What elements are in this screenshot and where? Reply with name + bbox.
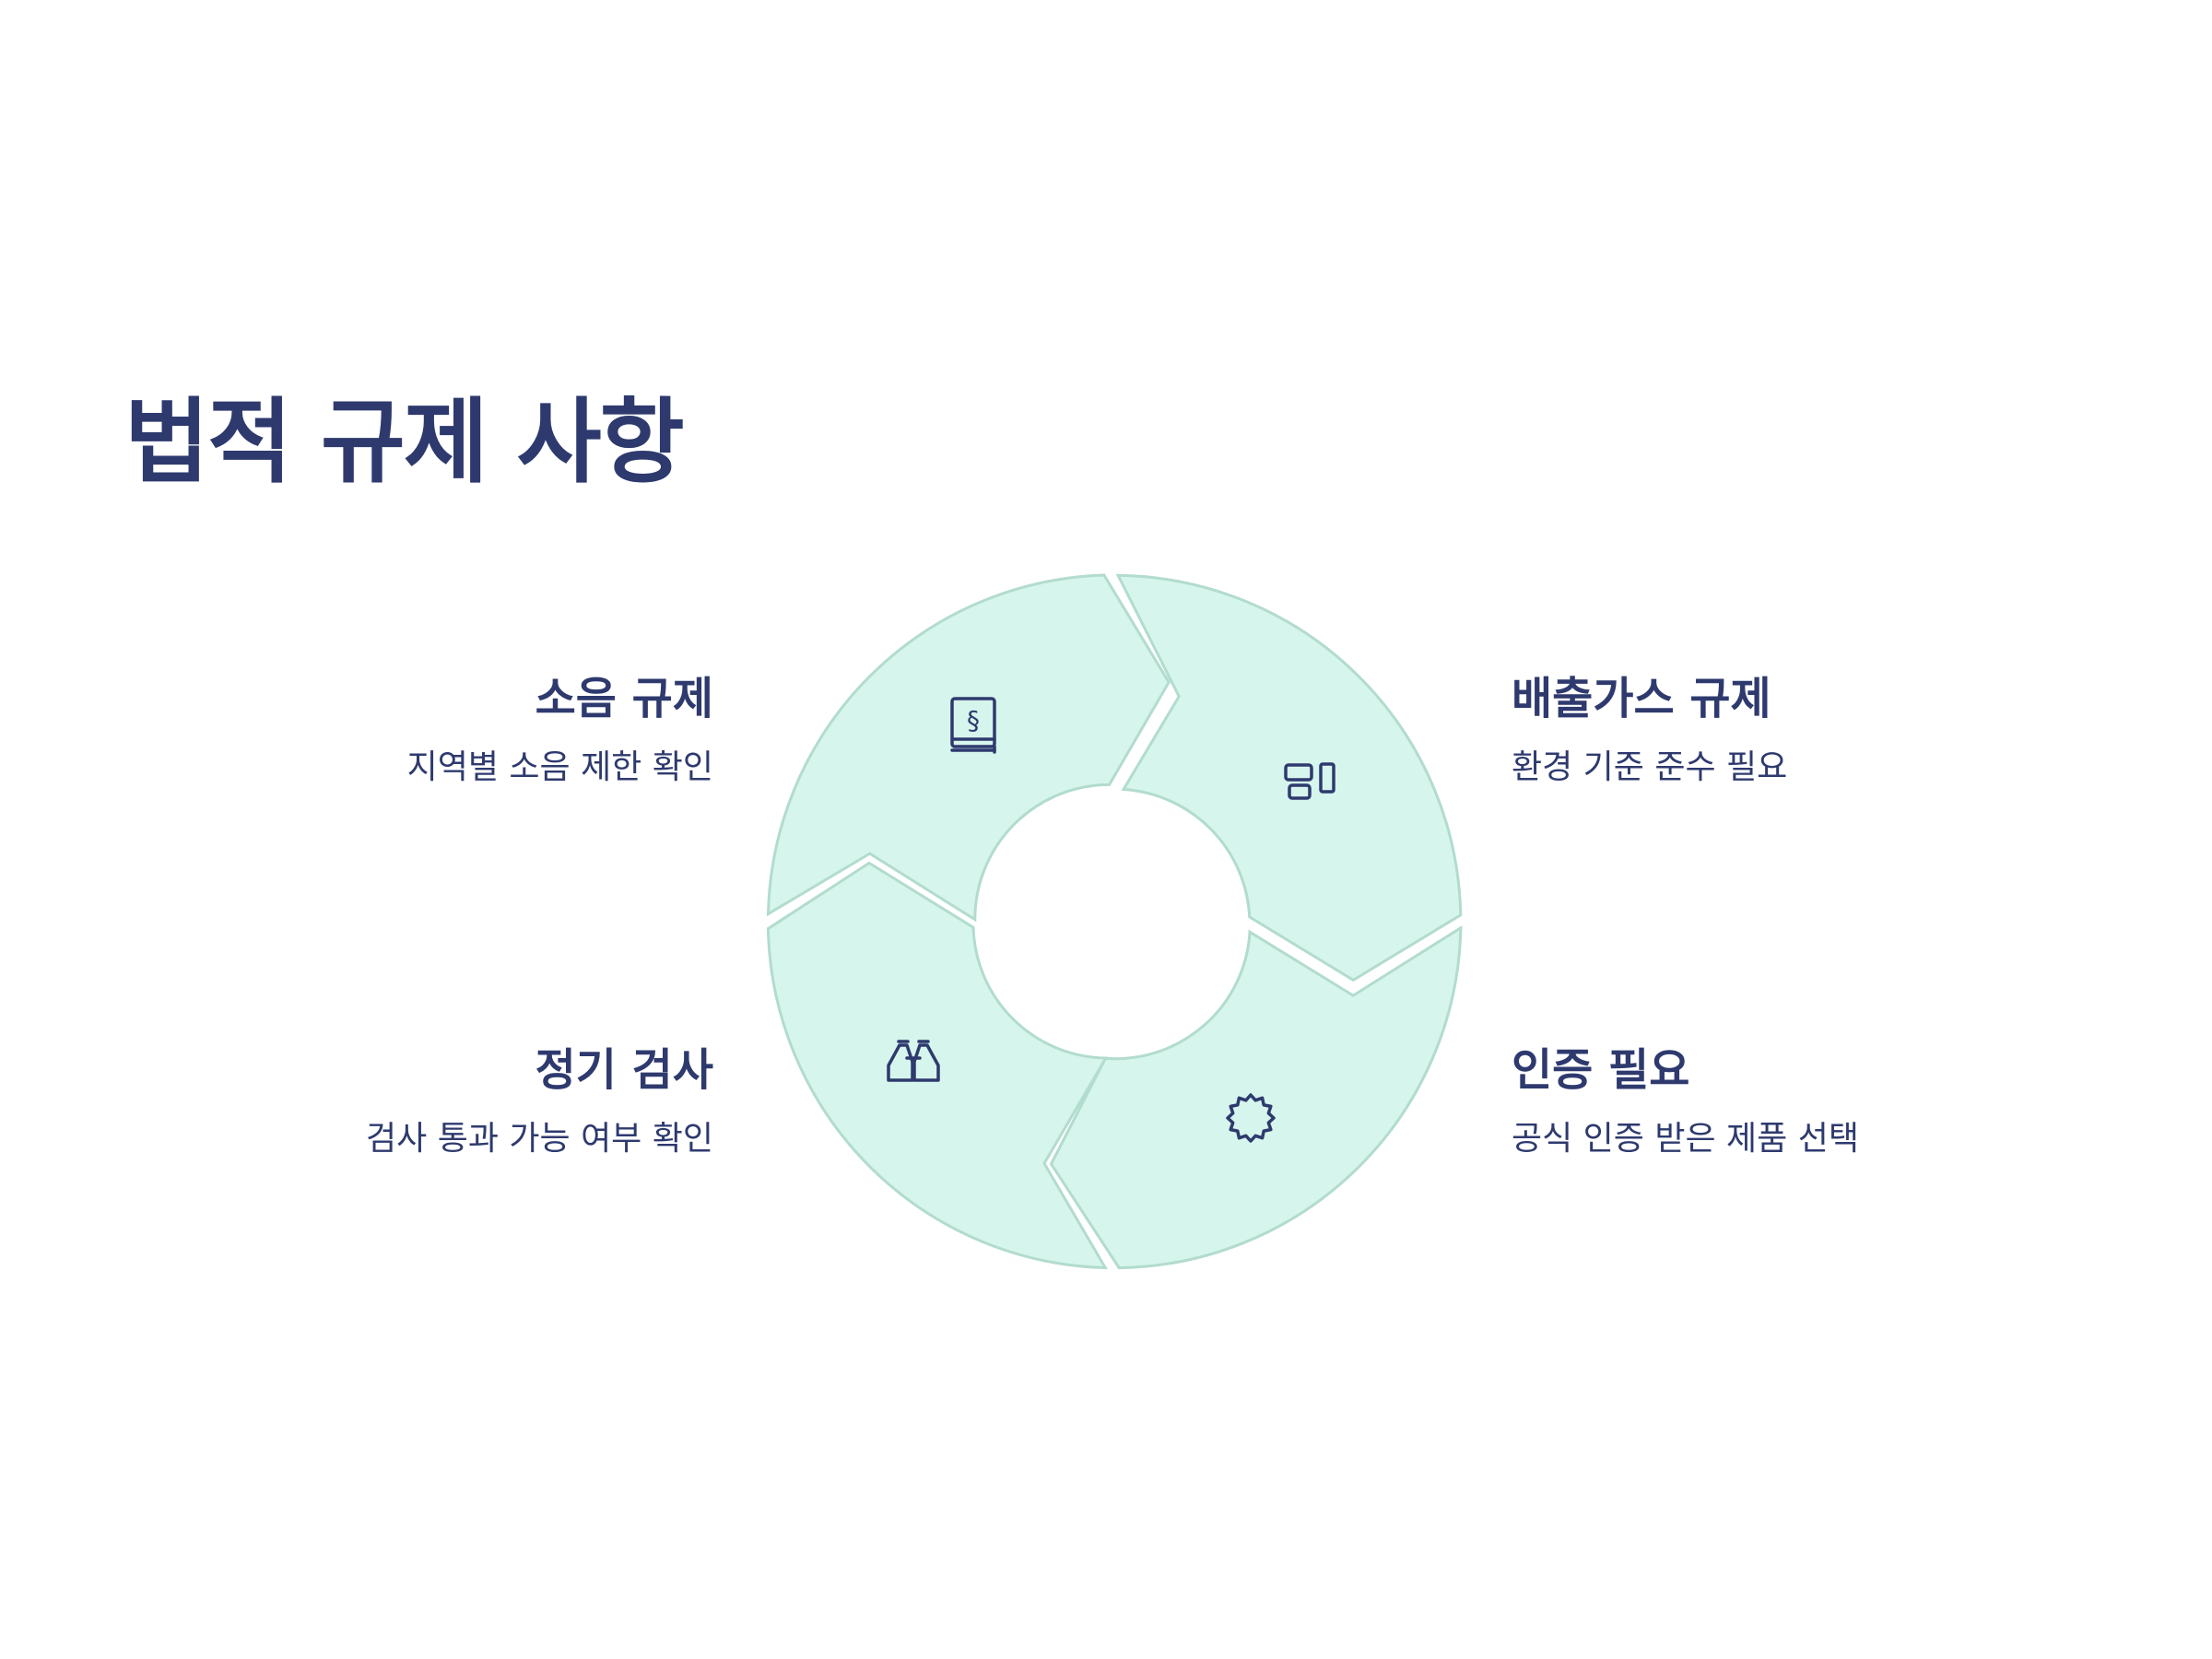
binoculars-icon [887,1040,940,1082]
item-desc: 공식 인증 받은 제품 선택 [1512,1119,1859,1158]
devices-icon [1284,762,1335,800]
certificate-badge-icon [1226,1093,1276,1143]
segment-emission[interactable] [1115,573,1463,982]
item-certification: 인증 필요 공식 인증 받은 제품 선택 [1512,1044,2028,1160]
svg-text:§: § [967,705,980,735]
item-desc: 지역별 소음 제한 확인 [406,747,713,786]
item-title: 배출가스 규제 [1512,673,1771,724]
item-title: 소음 규제 [535,673,713,724]
item-desc: 검사 통과 가능 여부 확인 [366,1119,713,1158]
item-title: 정기 검사 [535,1044,713,1096]
page-title: 법적 규제 사항 [124,388,685,496]
item-desc: 환경 기준 준수 필요 [1512,747,1788,786]
item-noise: 소음 규제 지역별 소음 제한 확인 [197,673,713,789]
item-title: 인증 필요 [1512,1044,1690,1096]
segment-certification[interactable] [1049,924,1463,1270]
item-inspection: 정기 검사 검사 통과 가능 여부 확인 [197,1044,713,1160]
law-book-icon: § [950,697,996,754]
item-emission: 배출가스 규제 환경 기준 준수 필요 [1512,673,2028,789]
